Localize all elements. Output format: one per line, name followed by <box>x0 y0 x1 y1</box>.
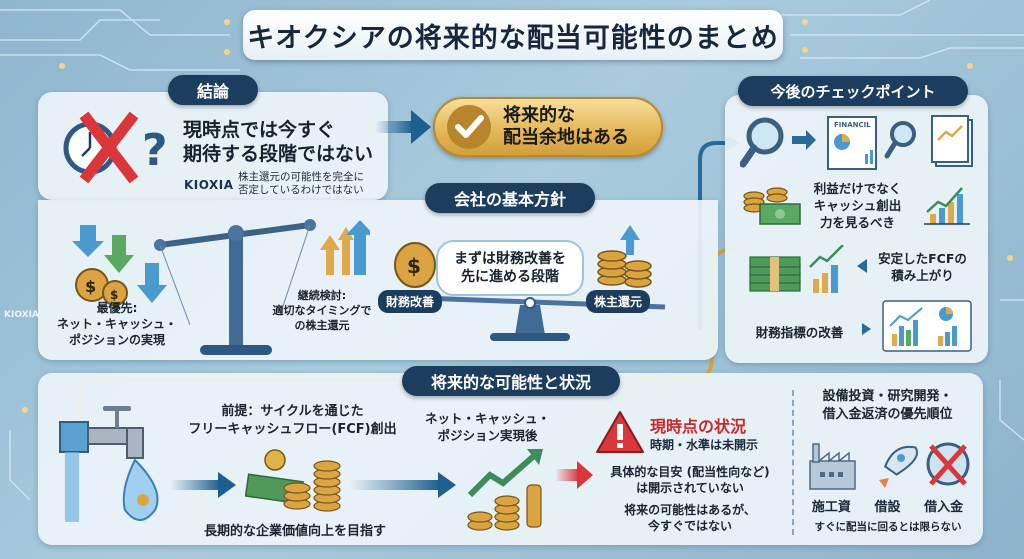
priority-text: 最優先: ネット・キャッシュ・ ポジションの実現 <box>52 300 182 348</box>
arrow-left-icon <box>857 259 867 273</box>
side-kioxia-label: KIOXIA <box>4 310 39 320</box>
svg-text:FINANCIL: FINANCIL <box>834 121 871 129</box>
cp2-line1: 安定したFCFの <box>878 251 967 266</box>
status-detail: 具体的な目安 (配当性向など) は開示されていない 将来の可能性はあるが、 今す… <box>595 464 785 534</box>
checkpoint-cash-generation: 利益だけでなく キャッシュ創出 力を見るべき <box>800 180 915 231</box>
loan-crossed-icon <box>926 442 970 486</box>
arrow-right-small-icon <box>862 323 871 335</box>
goal-text: 長期的な企業価値向上を目指す <box>203 524 386 539</box>
kioxia-logo: KIOXIA <box>184 178 234 192</box>
priority-labels: 施工資 借設 借入金 <box>800 496 975 515</box>
cp2-line2: 積み上がり <box>891 268 954 283</box>
priority-line3: ポジションの実現 <box>68 333 165 347</box>
question-mark-icon: ? <box>142 125 168 176</box>
policy-heading: 会社の基本方針 <box>425 183 595 213</box>
red-arrow-icon <box>555 461 593 489</box>
outcome-line1: 将来的な <box>503 105 575 126</box>
outcome-line2: 配当余地はある <box>503 127 629 148</box>
conclusion-note: 株主還元の可能性を完全に 否定しているわけではない <box>238 171 364 197</box>
bubble-line2: 先に進める段階 <box>461 269 559 285</box>
continue-line3: の株主還元 <box>294 319 350 332</box>
continue-line2: 適切なタイミングで <box>272 304 372 317</box>
svg-text:$: $ <box>407 254 421 278</box>
conclusion-line2: 期待する段階ではない <box>183 143 374 165</box>
after-net-cash-text: ネット・キャッシュ・ ポジション実現後 <box>420 410 555 444</box>
flow-arrow-icon <box>170 472 236 498</box>
status-line1: 具体的な目安 (配当性向など) <box>610 465 770 479</box>
label-debt: 借入金 <box>924 500 964 515</box>
magnifier-icon <box>740 117 784 168</box>
report-trend-icon <box>931 115 973 167</box>
coins-cash-icon <box>743 187 801 225</box>
growth-coins-icon <box>467 449 543 531</box>
conclusion-heading-text: 結論 <box>196 82 229 101</box>
red-x-icon <box>79 111 139 184</box>
priorities-footer: すぐに配当に回るとは限らない <box>814 521 962 533</box>
money-coins-icon <box>245 449 341 512</box>
priorities-line2: 借入金返済の優先順位 <box>822 407 953 422</box>
priorities-heading: 設備投資・研究開発・ 借入金返済の優先順位 <box>800 388 975 424</box>
divider <box>792 390 794 535</box>
cp1-line1: 利益だけでなく <box>813 181 902 196</box>
premise-line2: フリーキャッシュフロー(FCF)創出 <box>188 422 397 437</box>
svg-text:$: $ <box>85 277 96 296</box>
outcome-text: 将来的な 配当余地はある <box>503 105 629 149</box>
label-capex: 施工資 <box>811 500 851 515</box>
checkpoints-heading: 今後のチェックポイント <box>738 76 968 106</box>
continue-text: 継続検討: 適切なタイミングで の株主還元 <box>262 288 382 333</box>
priority-icons <box>809 442 970 490</box>
financial-document-icon: FINANCIL <box>827 116 877 170</box>
status-line3: 将来の可能性はあるが、 <box>624 503 756 517</box>
status-subtitle: 時期・水準は未開示 <box>650 438 759 452</box>
financial-improvement-tag: 財務改善 <box>378 290 443 313</box>
status-line2: は開示されていない <box>636 481 744 495</box>
status-title: 現時点の状況 <box>650 417 747 436</box>
checkpoint-fcf: 安定したFCFの 積み上がり <box>870 250 975 284</box>
faucet-icon <box>59 406 159 522</box>
flow-arrow-2-icon <box>350 472 456 498</box>
bar-chart-up-icon <box>924 187 970 225</box>
factory-icon <box>809 443 856 490</box>
shareholder-return-tag: 株主還元 <box>586 290 651 313</box>
cp1-line2: キャッシュ創出 <box>813 198 902 213</box>
dashboard-chart-icon <box>882 300 972 352</box>
after-line2: ポジション実現後 <box>437 428 538 443</box>
label-rnd: 借設 <box>874 500 901 515</box>
future-heading-text: 将来的な可能性と状況 <box>430 373 591 392</box>
priority-label: 最優先: <box>96 301 138 315</box>
page-title: キオクシアの将来的な配当可能性のまとめ <box>243 10 783 60</box>
future-heading: 将来的な可能性と状況 <box>402 366 620 396</box>
policy-bubble: まずは財務改善を 先に進める段階 <box>436 240 584 296</box>
rocket-icon <box>879 445 918 488</box>
clock-icon: ? <box>63 111 168 184</box>
cp1-line3: 力を見るべき <box>819 215 895 230</box>
after-line1: ネット・キャッシュ・ <box>424 411 550 426</box>
check-icon <box>447 105 491 149</box>
page-title-text: キオクシアの将来的な配当可能性のまとめ <box>247 22 779 54</box>
policy-heading-text: 会社の基本方針 <box>453 190 566 209</box>
premise-text: 前提：サイクルを通じた フリーキャッシュフロー(FCF)創出 <box>170 403 415 439</box>
bubble-line1: まずは財務改善を <box>454 251 566 267</box>
balance-scale-icon: $ $ <box>72 219 370 355</box>
premise-line1: 前提：サイクルを通じた <box>221 404 364 419</box>
checkpoint-financial-indicators: 財務指標の改善 <box>755 325 844 340</box>
status-line4: 今すぐではない <box>647 519 733 533</box>
continue-label: 継続検討: <box>297 289 347 302</box>
note-line2: 否定しているわけではない <box>238 184 364 196</box>
magnifier-small-icon <box>884 121 916 159</box>
arrow-right-icon <box>375 110 431 144</box>
conclusion-heading: 結論 <box>168 75 258 105</box>
financial-review-icons: FINANCIL <box>740 115 973 170</box>
conclusion-line1: 現時点では今すぐ <box>183 119 336 141</box>
conclusion-main-text: 現時点では今すぐ 期待する段階ではない <box>183 118 373 166</box>
svg-text:$: $ <box>110 288 118 302</box>
cash-stack-chart-icon <box>749 245 844 293</box>
priorities-line1: 設備投資・研究開発・ <box>822 389 953 404</box>
outcome-badge: 将来的な 配当余地はある <box>433 97 663 157</box>
note-line1: 株主還元の可能性を完全に <box>238 171 364 183</box>
checkpoints-heading-text: 今後のチェックポイント <box>770 82 936 101</box>
priority-line2: ネット・キャッシュ・ <box>56 317 177 331</box>
warning-icon <box>596 411 644 453</box>
